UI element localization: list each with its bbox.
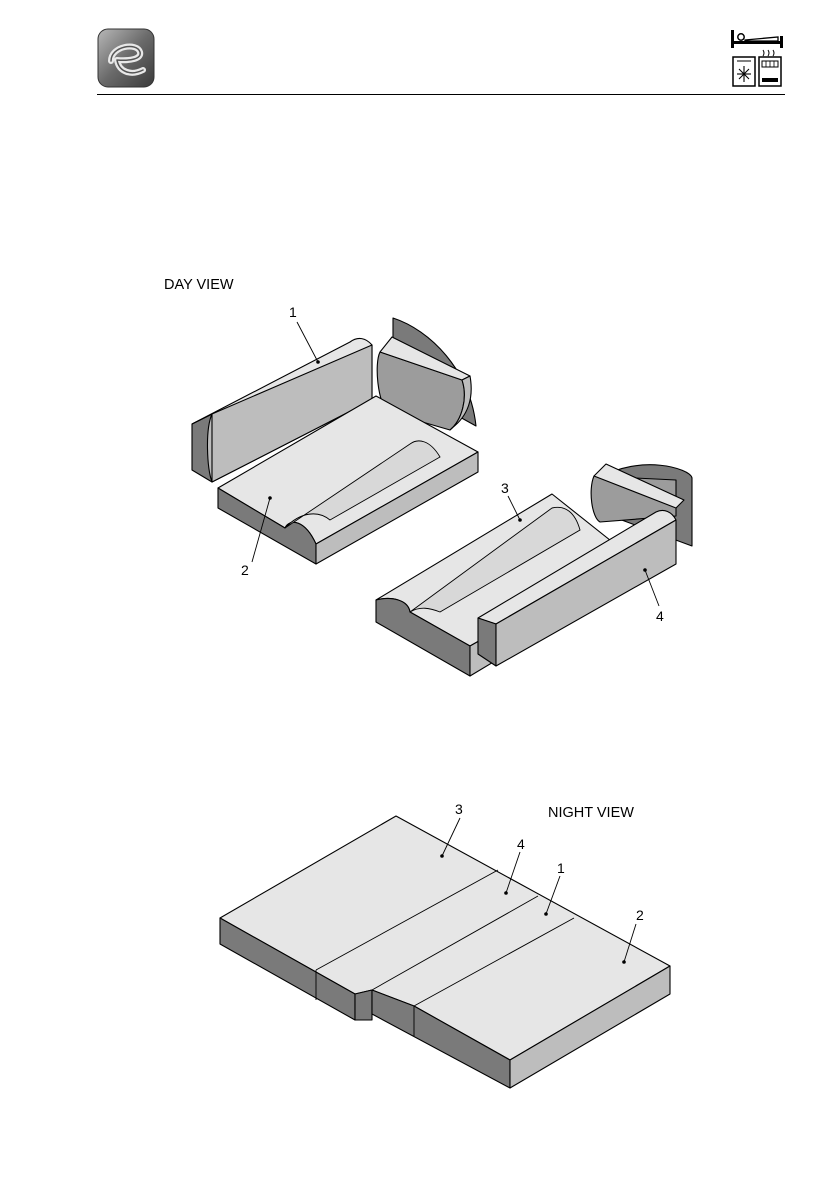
bed-night-layout <box>220 816 670 1088</box>
night-callout-3: 3 <box>455 801 463 817</box>
night-callout-2: 2 <box>636 907 644 923</box>
night-callout-4: 4 <box>517 836 525 852</box>
night-callout-1: 1 <box>557 860 565 876</box>
